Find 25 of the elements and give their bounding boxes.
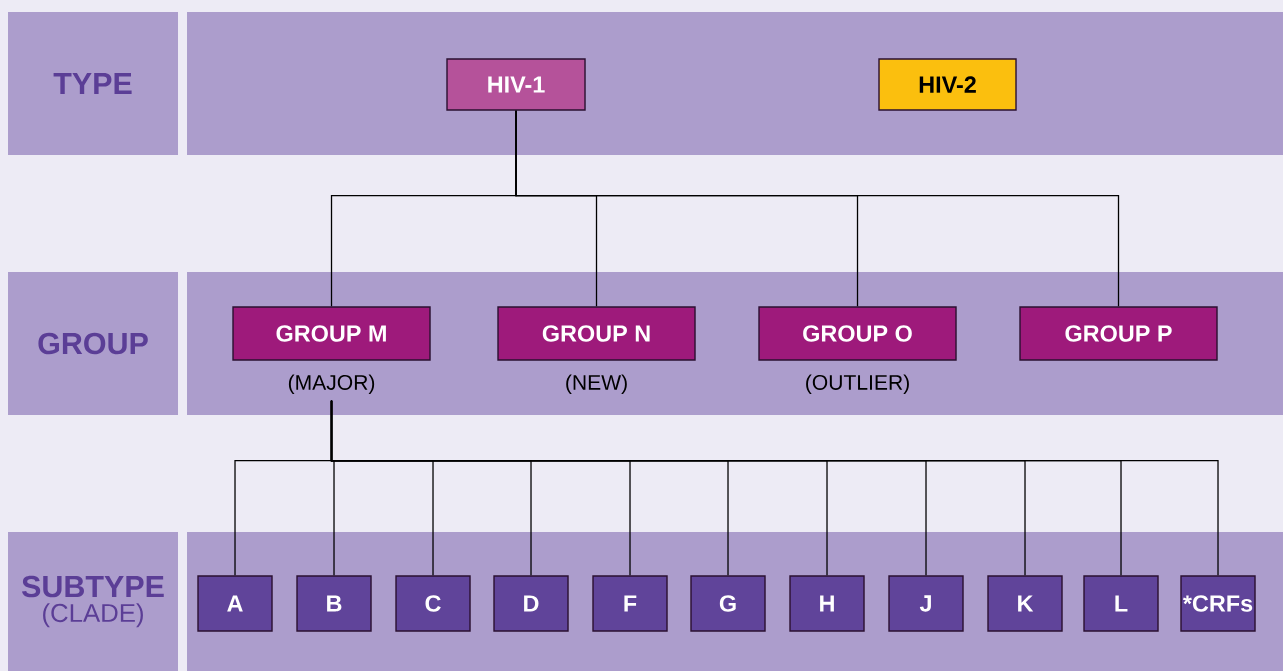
connector-line bbox=[515, 110, 1120, 307]
subtype-box: B bbox=[296, 575, 372, 632]
group-note: (MAJOR) bbox=[288, 374, 375, 395]
group-box: GROUP O bbox=[758, 306, 957, 361]
type-box: HIV-1 bbox=[446, 58, 586, 111]
subtype-box: F bbox=[592, 575, 668, 632]
group-note: (OUTLIER) bbox=[806, 374, 909, 395]
row-label: TYPE bbox=[8, 12, 178, 155]
subtype-box: G bbox=[690, 575, 766, 632]
group-box: GROUP N bbox=[497, 306, 696, 361]
subtype-box: H bbox=[789, 575, 865, 632]
row-band bbox=[187, 12, 1283, 155]
subtype-box: *CRFs bbox=[1180, 575, 1256, 632]
type-box: HIV-2 bbox=[878, 58, 1017, 111]
subtype-box: J bbox=[888, 575, 964, 632]
subtype-box: D bbox=[493, 575, 569, 632]
group-box: GROUP P bbox=[1019, 306, 1218, 361]
row-label: GROUP bbox=[8, 272, 178, 415]
subtype-box: L bbox=[1083, 575, 1159, 632]
group-note: (NEW) bbox=[566, 374, 627, 395]
subtype-box: C bbox=[395, 575, 471, 632]
subtype-box: A bbox=[197, 575, 273, 632]
group-box: GROUP M bbox=[232, 306, 431, 361]
row-label: SUBTYPE (CLADE) bbox=[8, 532, 178, 671]
subtype-box: K bbox=[987, 575, 1063, 632]
